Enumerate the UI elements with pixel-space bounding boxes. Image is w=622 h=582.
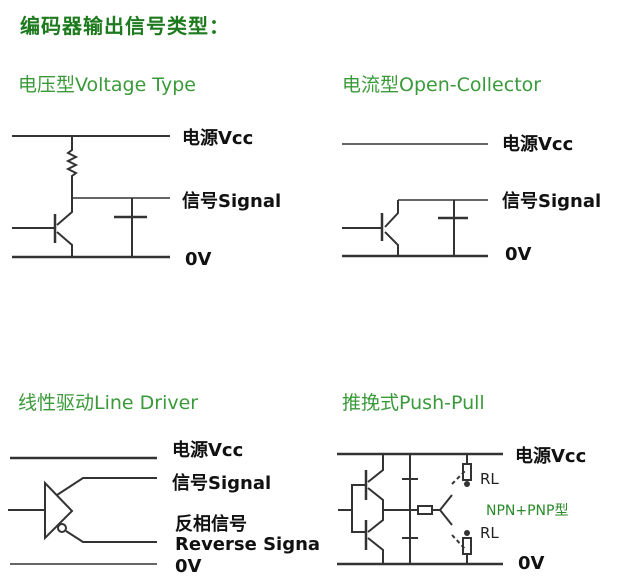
- page-title: 编码器输出信号类型：: [20, 14, 230, 38]
- line-driver-heading: 线性驱动Line Driver: [18, 392, 199, 414]
- vcc-label: 电源Vcc: [182, 128, 254, 149]
- push-pull-circuit: [337, 452, 503, 566]
- reverse-signal-label: Reverse Signa: [175, 534, 321, 555]
- line-driver-circuit: [8, 456, 157, 565]
- voltage-type-circuit: [12, 135, 170, 259]
- push-pull-heading: 推挽式Push-Pull: [342, 392, 485, 414]
- rl-bottom-label: RL: [480, 524, 499, 542]
- vcc-label: 电源Vcc: [502, 134, 574, 155]
- npn-pnp-type-label: NPN+PNP型: [486, 503, 569, 519]
- zero-volt-label: 0V: [185, 249, 212, 270]
- voltage-type-heading: 电压型Voltage Type: [18, 74, 196, 96]
- rl-top-label: RL: [480, 470, 499, 488]
- vcc-label: 电源Vcc: [172, 440, 244, 461]
- zero-volt-label: 0V: [505, 244, 532, 265]
- open-collector-heading: 电流型Open-Collector: [342, 74, 542, 96]
- open-collector-circuit: [342, 143, 488, 258]
- signal-label: 信号Signal: [502, 191, 602, 212]
- signal-label: 信号Signal: [172, 473, 272, 494]
- vcc-label: 电源Vcc: [515, 446, 587, 467]
- zero-volt-label: 0V: [518, 553, 545, 574]
- reverse-signal-cn-label: 反相信号: [175, 514, 247, 535]
- zero-volt-label: 0V: [175, 556, 202, 577]
- signal-label: 信号Signal: [182, 191, 282, 212]
